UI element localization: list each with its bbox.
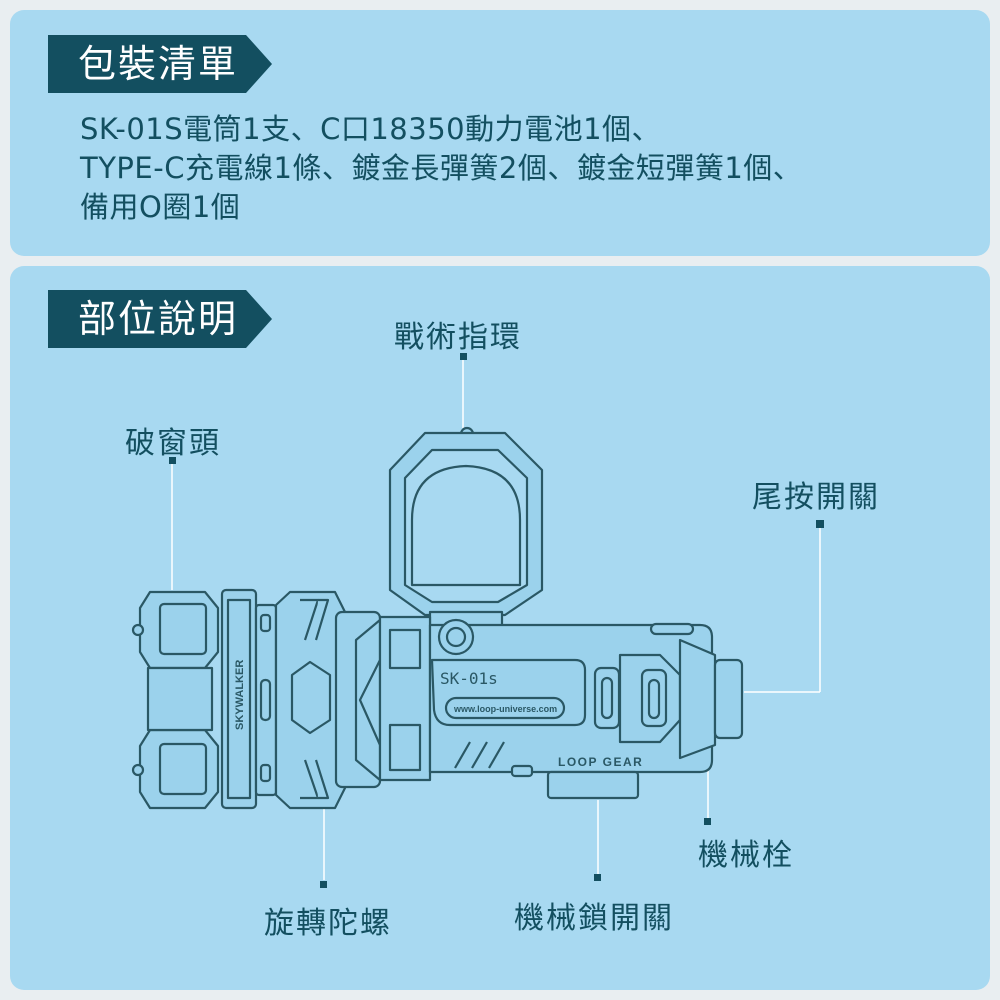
label-rotary-gyro: 旋轉陀螺 <box>264 906 392 941</box>
label-mechanical-lock: 機械鎖開關 <box>514 901 674 936</box>
package-line-2: TYPE-C充電線1條、鍍金長彈簧2個、鍍金短彈簧1個、 <box>80 151 803 185</box>
label-tactical-ring: 戰術指環 <box>394 320 522 355</box>
package-line-3: 備用O圈1個 <box>80 190 241 224</box>
parts-heading: 部位說明 <box>48 290 272 348</box>
label-glass-breaker: 破窗頭 <box>125 426 221 461</box>
package-list-contents: SK-01S電筒1支、C口18350動力電池1個、 TYPE-C充電線1條、鍍金… <box>80 110 802 227</box>
package-line-1: SK-01S電筒1支、C口18350動力電池1個、 <box>80 112 662 146</box>
package-list-heading: 包裝清單 <box>48 35 272 93</box>
label-tail-switch: 尾按開關 <box>752 480 880 515</box>
label-mechanical-bolt: 機械栓 <box>698 838 794 873</box>
